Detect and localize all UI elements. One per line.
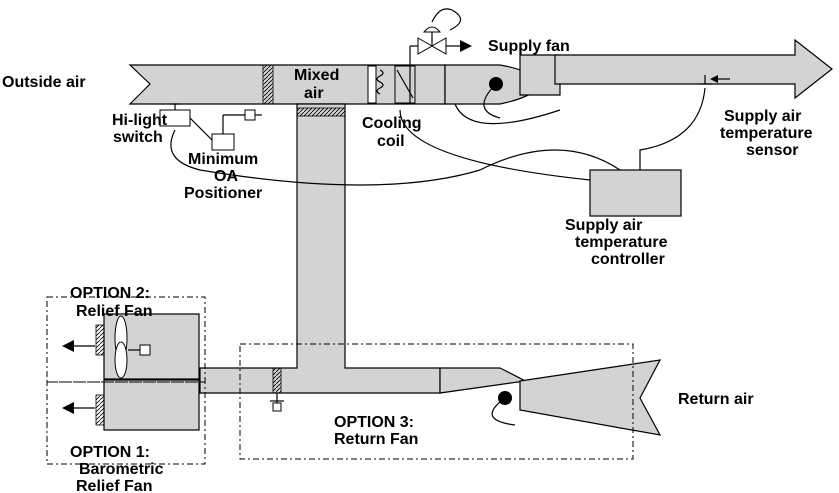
relief-damper — [272, 367, 282, 394]
sat-sensor-label-line2: temperature — [720, 125, 813, 142]
supply-fan-label: Supply fan — [488, 38, 570, 55]
chilled-water-valve-icon — [409, 8, 472, 104]
supply-air-duct — [554, 38, 833, 100]
outside-air-label: Outside air — [2, 74, 86, 91]
outside-air-damper — [262, 64, 274, 105]
relief-damper-actuator — [270, 393, 284, 412]
return-air-label: Return air — [678, 391, 754, 408]
outside-air-duct — [128, 64, 446, 105]
sat-controller-label-line3: controller — [591, 251, 665, 268]
supply-air-temp-sensor — [700, 75, 730, 85]
option3-box — [239, 343, 634, 460]
min-oa-label-line2: OA — [214, 168, 238, 185]
supply-fan-outlet — [519, 54, 561, 96]
return-fan-housing — [439, 367, 527, 394]
relief-fan-icon — [114, 315, 151, 379]
min-oa-label-line3: Positioner — [184, 185, 262, 202]
high-light-label-line1: Hi-light — [112, 112, 168, 129]
filter — [367, 65, 377, 104]
option1-label-line3: Relief Fan — [76, 478, 152, 493]
relief-damper-upper — [95, 324, 105, 356]
option3-label-line1: OPTION 3: — [334, 414, 414, 431]
control-wire-fan — [454, 103, 561, 125]
relief-box-lower — [103, 379, 200, 431]
control-wire-positioner — [170, 129, 621, 186]
option2-label-line2: Relief Fan — [76, 303, 152, 320]
min-oa-positioner — [211, 133, 235, 151]
high-light-label-line2: switch — [113, 129, 163, 146]
coil-section — [394, 65, 416, 104]
sat-sensor-label-line1: Supply air — [724, 108, 801, 125]
relief-arrow-upper — [62, 340, 95, 352]
return-air-duct — [519, 359, 662, 436]
sat-sensor-label-line3: sensor — [746, 142, 798, 159]
supply-air-temp-controller — [589, 169, 682, 217]
option3-label-line2: Return Fan — [334, 431, 418, 448]
option1-label-line1: OPTION 1: — [70, 444, 150, 461]
return-damper — [296, 107, 346, 117]
option1-label-line2: Barometric — [79, 461, 164, 478]
cooling-coil-label-line1: Cooling — [362, 115, 422, 132]
mixed-air-label-line2: air — [304, 85, 324, 102]
option2-label-line1: OPTION 2: — [70, 285, 150, 302]
cooling-coil-icon — [376, 69, 384, 95]
control-wire-valve — [399, 109, 591, 181]
sat-controller-label-line1: Supply air — [565, 217, 642, 234]
mixed-air-label-line1: Mixed — [294, 67, 339, 84]
min-oa-label-line1: Minimum — [188, 151, 258, 168]
cooling-coil-label-line2: coil — [377, 133, 405, 150]
sat-controller-label-line2: temperature — [575, 234, 668, 251]
relief-damper-lower — [95, 394, 105, 426]
control-wire-sensor — [639, 87, 706, 170]
option1-box — [46, 381, 206, 465]
relief-arrow-lower — [62, 402, 95, 414]
